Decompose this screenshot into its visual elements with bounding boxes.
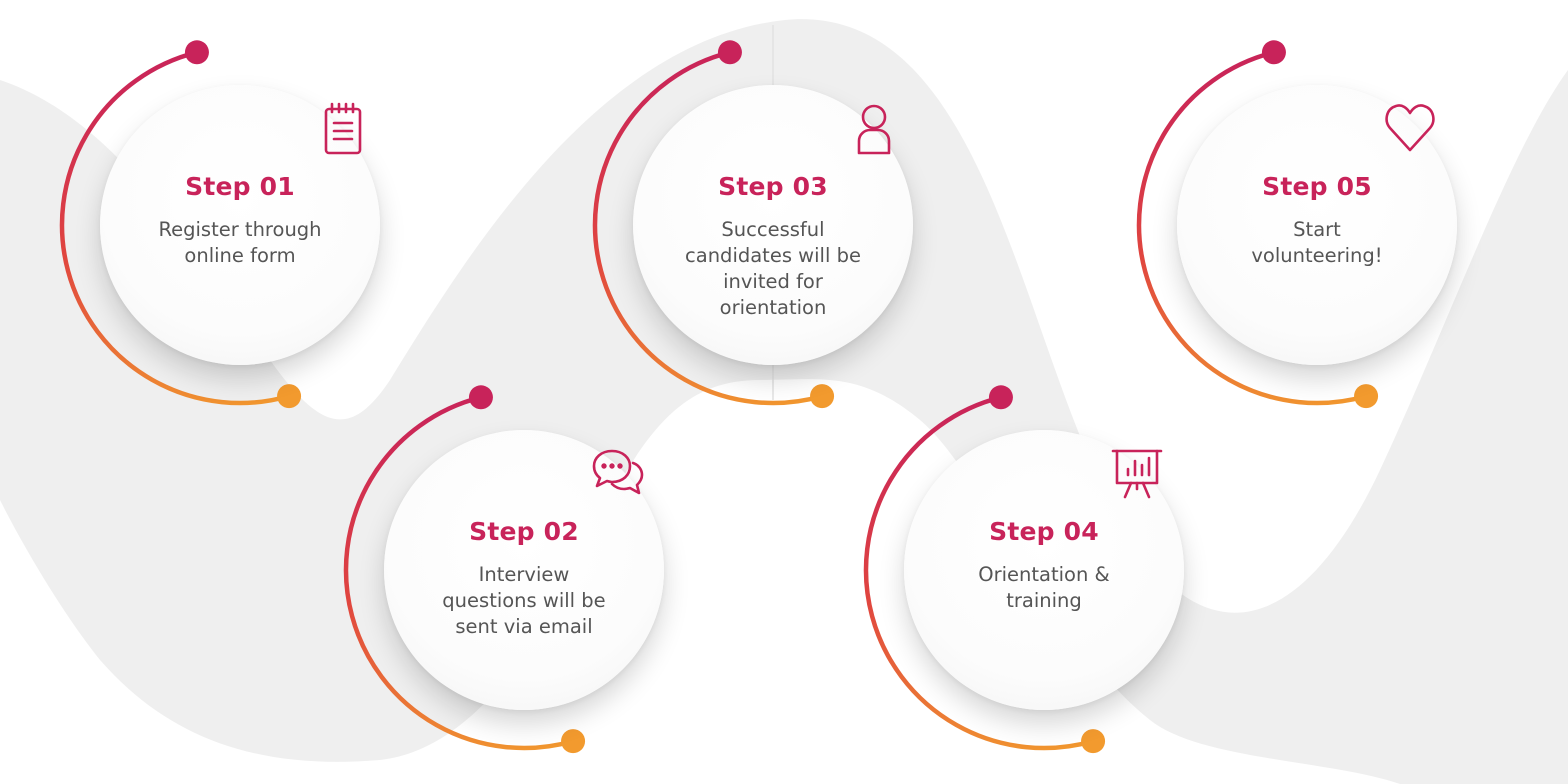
step-disc	[384, 430, 664, 710]
ring-start-dot	[184, 40, 209, 65]
step-title: Step 05	[1262, 172, 1372, 201]
ring-start-dot	[988, 385, 1013, 410]
step-title: Step 04	[989, 517, 1099, 546]
ring-arc	[59, 50, 292, 406]
step-description: Orientation &training	[978, 563, 1110, 612]
ring-start-dot	[468, 385, 493, 410]
step-ring	[343, 385, 586, 754]
ring-start-dot	[1261, 40, 1286, 65]
ring-arc	[343, 395, 576, 751]
step-title: Step 02	[469, 517, 579, 546]
ring-end-dot	[810, 384, 835, 409]
step-title: Step 01	[185, 172, 295, 201]
presentation-board-icon	[1109, 445, 1165, 501]
step-title: Step 03	[718, 172, 828, 201]
heart-icon	[1382, 100, 1438, 156]
ring-end-dot	[1354, 384, 1379, 409]
ring-arc	[592, 50, 825, 406]
ring-arc	[1136, 50, 1369, 406]
ring-start-dot	[717, 40, 742, 65]
ring-end-dot	[561, 729, 586, 754]
step-ring	[1136, 40, 1379, 409]
ring-arc	[863, 395, 1096, 751]
ring-end-dot	[277, 384, 302, 409]
ring-end-dot	[1081, 729, 1106, 754]
step-04: Step 04 Orientation &training	[844, 370, 1244, 770]
step-disc	[904, 430, 1184, 710]
step-ring	[59, 40, 302, 409]
step-disc	[1177, 85, 1457, 365]
user-icon	[847, 101, 903, 157]
step-ring	[863, 385, 1106, 754]
chat-bubbles-icon	[590, 447, 646, 503]
notepad-icon	[315, 101, 371, 157]
step-ring	[592, 40, 835, 409]
